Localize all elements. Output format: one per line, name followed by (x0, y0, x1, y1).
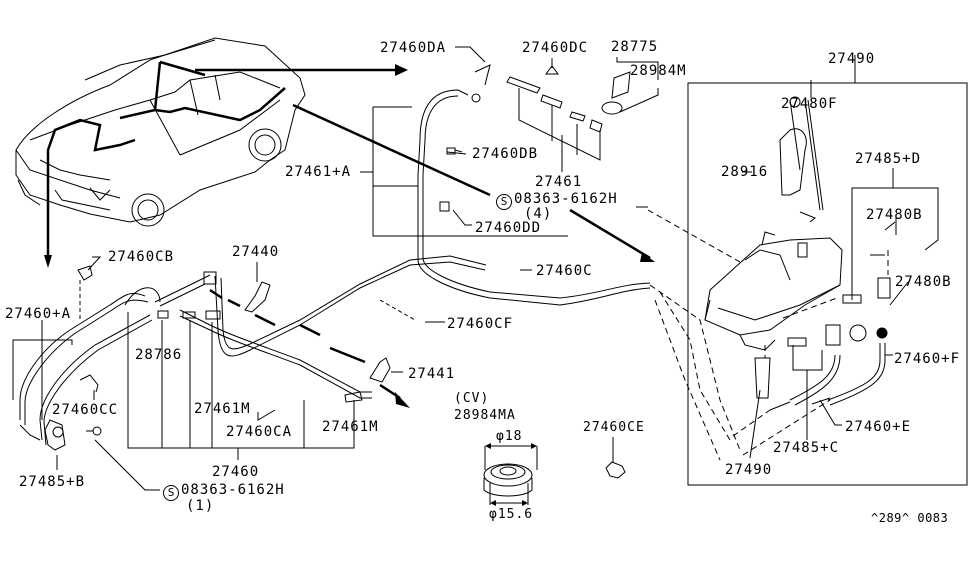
part-label-27460-E: 27460+E (845, 419, 912, 435)
part-label-27460DD: 27460DD (475, 220, 542, 236)
part-label-27460DA: 27460DA (380, 40, 447, 56)
part-label-27460CA: 27460CA (226, 424, 293, 440)
part-label-27460DC: 27460DC (522, 40, 589, 56)
dimension-outer-diameter: φ18 (496, 429, 523, 444)
part-label-27461-A: 27461+A (285, 164, 352, 180)
part-label-28984M: 28984M (630, 63, 687, 79)
dimension-inner-diameter: φ15.6 (489, 507, 534, 522)
arrow-heads (44, 64, 655, 408)
cv-variant-note: (CV) (454, 391, 490, 406)
hose-left-assembly (19, 255, 487, 451)
part-label-27460CE: 27460CE (583, 420, 645, 435)
part-label-27460DB: 27460DB (472, 146, 539, 162)
screw-part-number: 08363-6162H (514, 191, 618, 207)
part-label-27480B-lower: 27480B (895, 274, 952, 290)
part-label-27490-assembly: 27490 (828, 51, 876, 67)
leader-arrows (46, 68, 651, 400)
part-label-27461M-left: 27461M (194, 401, 251, 417)
screw-symbol-icon: S (496, 194, 512, 210)
part-label-27460CC: 27460CC (52, 402, 119, 418)
hose-top-center (417, 64, 651, 306)
part-label-27460CF: 27460CF (447, 316, 514, 332)
part-label-27485-B: 27485+B (19, 474, 86, 490)
screw-part-number: 08363-6162H (181, 482, 285, 498)
part-label-27461: 27461 (535, 174, 583, 190)
part-label-27461M-right: 27461M (322, 419, 379, 435)
part-label-27460-A: 27460+A (5, 306, 72, 322)
part-label-27485-D: 27485+D (855, 151, 922, 167)
part-label-27485-C: 27485+C (773, 440, 840, 456)
screw-symbol-icon: S (163, 485, 179, 501)
part-label-27441: 27441 (408, 366, 456, 382)
diagram-reference-code: ^289^ 0083 (871, 511, 949, 525)
screw-quantity-top: (4) (524, 206, 553, 222)
car-illustration (15, 37, 306, 227)
part-label-27460C: 27460C (536, 263, 593, 279)
part-label-27480F: 27480F (781, 96, 838, 112)
grommet-28984MA (483, 445, 538, 505)
part-label-28984MA: 28984MA (454, 408, 516, 423)
part-label-28775: 28775 (611, 39, 659, 55)
screw-quantity-bottom: (1) (186, 498, 215, 514)
part-label-27480B-upper: 27480B (866, 207, 923, 223)
hose-parts-27461 (506, 65, 631, 133)
part-label-27460-F: 27460+F (894, 351, 961, 367)
dashed-assembly-lines (647, 209, 889, 461)
washer-tank-assembly (704, 96, 896, 411)
clip-27460CE (605, 461, 626, 479)
part-label-27460CB: 27460CB (108, 249, 175, 265)
part-label-27490-bottle: 27490 (725, 462, 773, 478)
part-label-27440: 27440 (232, 244, 280, 260)
leader-lines (12, 46, 968, 491)
dimension-arrowheads (485, 443, 537, 506)
part-label-28786: 28786 (135, 347, 183, 363)
part-label-28916: 28916 (721, 164, 769, 180)
part-label-27460: 27460 (212, 464, 260, 480)
